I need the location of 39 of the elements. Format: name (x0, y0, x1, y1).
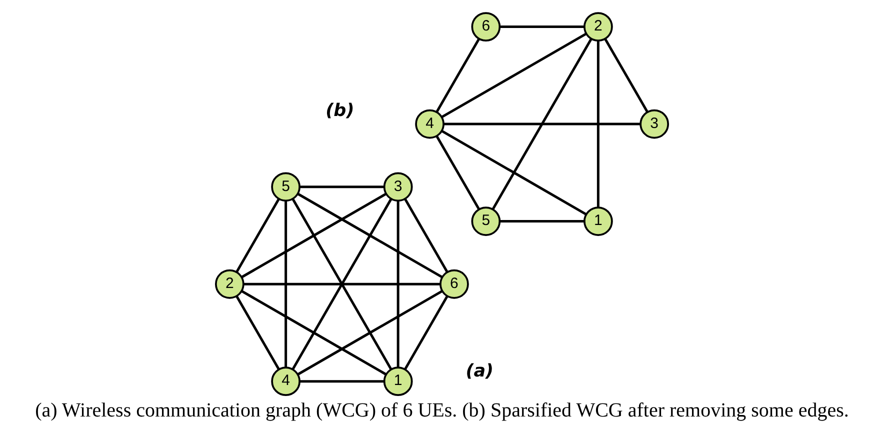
node-circle: 5 (271, 172, 300, 202)
node-circle: 4 (415, 109, 444, 139)
node-circle: 4 (271, 366, 300, 396)
connector (404, 296, 448, 370)
connector (241, 290, 387, 376)
connector (441, 32, 587, 118)
connector (596, 40, 600, 208)
connector (241, 192, 387, 278)
connector (292, 198, 392, 370)
node-circle: 6 (471, 12, 501, 42)
label: (b) (326, 101, 354, 122)
node-circle: 5 (471, 206, 501, 236)
connector (396, 200, 400, 368)
connector (297, 192, 443, 278)
connector (492, 38, 592, 210)
caption: (a) Wireless communication graph (WCG) of 6 UEs. (b) Sparsified WCG after removing some edges. (35, 399, 849, 422)
connector (604, 38, 648, 113)
connector (300, 380, 384, 383)
connector (244, 282, 440, 286)
connector (500, 26, 584, 28)
node-circle: 3 (640, 109, 670, 139)
connector (235, 295, 280, 370)
connector (404, 198, 448, 273)
node-circle: 2 (214, 269, 244, 299)
node-circle: 1 (584, 206, 613, 236)
connector (444, 122, 640, 126)
connector (436, 135, 480, 210)
node-circle: 6 (440, 269, 469, 299)
connector (436, 38, 480, 113)
label: (a) (466, 361, 494, 382)
node-circle: 1 (383, 366, 413, 396)
connector (500, 220, 584, 223)
connector (441, 130, 587, 216)
connector (300, 186, 384, 188)
connector (297, 290, 443, 376)
node-circle: 2 (584, 12, 613, 42)
node-circle: 3 (383, 172, 413, 202)
connector (235, 198, 280, 273)
connector (284, 200, 288, 368)
